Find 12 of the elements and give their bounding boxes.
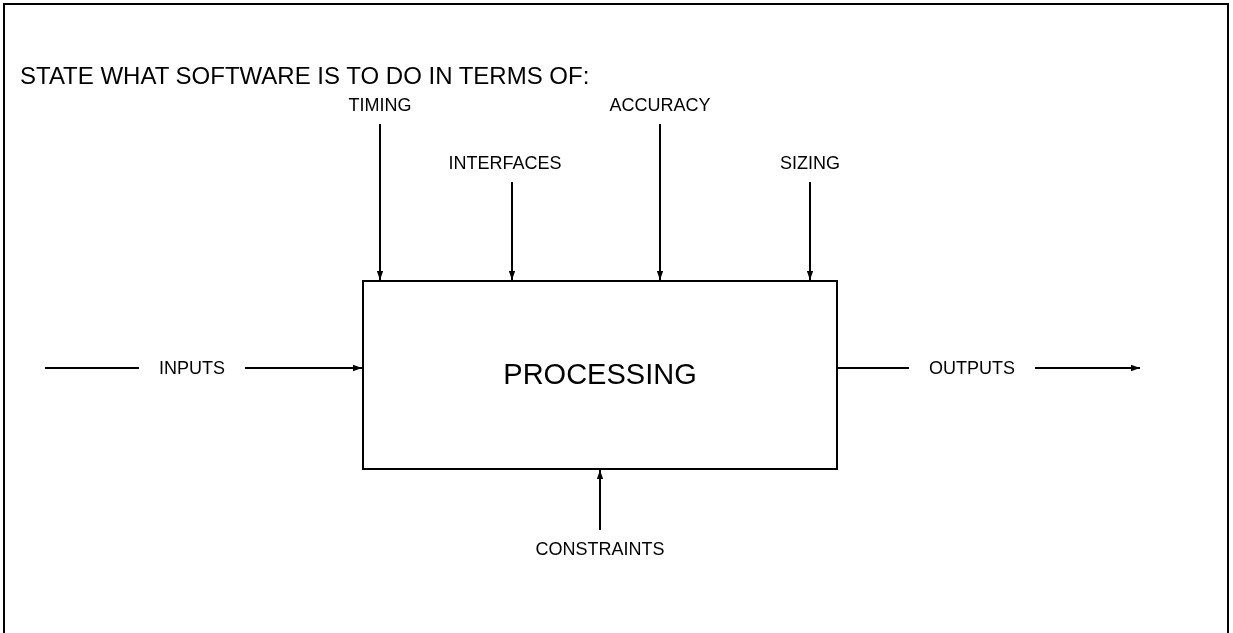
- input-label: INTERFACES: [430, 150, 580, 176]
- title: STATE WHAT SOFTWARE IS TO DO IN TERMS OF:: [20, 62, 590, 90]
- arrow: [806, 181, 814, 281]
- arrow: [376, 123, 384, 281]
- input-label: TIMING: [330, 92, 430, 118]
- input-label: SIZING: [770, 150, 850, 176]
- arrow: [596, 469, 604, 531]
- input-label: CONSTRAINTS: [520, 536, 680, 562]
- arrow: [656, 123, 664, 281]
- arrow: [508, 181, 516, 281]
- input-label: ACCURACY: [590, 92, 730, 118]
- process-box: PROCESSING: [362, 280, 838, 470]
